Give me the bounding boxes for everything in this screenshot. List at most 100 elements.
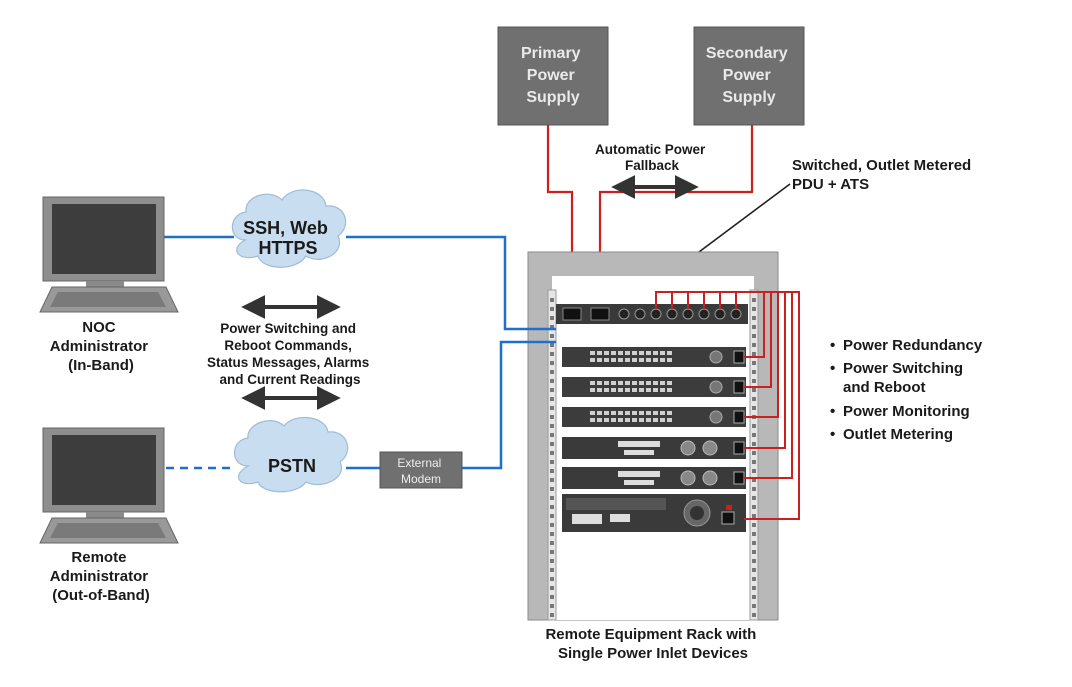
rail-hole — [752, 397, 756, 401]
rail-hole — [752, 442, 756, 446]
rail-hole — [550, 496, 554, 500]
switch-port — [667, 411, 672, 415]
rail-hole — [550, 307, 554, 311]
switch-port — [639, 388, 644, 392]
rail-hole — [550, 433, 554, 437]
rail-hole — [752, 298, 756, 302]
rail-holes — [550, 298, 756, 617]
noc-admin-label: NOC Administrator (In-Band) — [50, 319, 153, 374]
cloud-inband: SSH, Web HTTPS — [231, 189, 347, 268]
switch-port — [646, 351, 651, 355]
rail-hole — [550, 514, 554, 518]
rail-hole — [550, 316, 554, 320]
pdu-outlet — [634, 308, 646, 320]
inband-link-pdu — [346, 235, 556, 331]
rail-hole — [550, 397, 554, 401]
noc-computer-icon — [39, 196, 179, 313]
rail-hole — [550, 541, 554, 545]
rail-hole — [550, 325, 554, 329]
remote-computer-icon — [39, 427, 179, 544]
rail-hole — [752, 577, 756, 581]
feature-and-reboot: and Reboot — [843, 379, 926, 396]
cloud-pstn: PSTN — [233, 416, 349, 493]
rail-hole — [550, 460, 554, 464]
rail-hole — [752, 604, 756, 608]
switch-port — [611, 358, 616, 362]
cloud-inband-label: SSH, Web HTTPS — [243, 218, 333, 258]
secondary-psu-label: Secondary Power Supply — [706, 45, 792, 106]
switch-port — [639, 358, 644, 362]
cloud-pstn-label: PSTN — [268, 456, 316, 476]
switch-inlet — [733, 350, 745, 364]
rail-hole — [752, 388, 756, 392]
rail-hole — [752, 469, 756, 473]
rail-hole — [752, 343, 756, 347]
switch-port — [660, 388, 665, 392]
rail-hole — [550, 505, 554, 509]
feature-bullet: • — [830, 426, 835, 443]
rack-caption: Remote Equipment Rack with Single Power … — [545, 626, 760, 662]
switch-fan — [709, 350, 723, 364]
switch-port — [590, 411, 595, 415]
rail-hole — [752, 487, 756, 491]
switch-port — [618, 418, 623, 422]
rail-hole — [550, 379, 554, 383]
feature-bullet: • — [830, 337, 835, 354]
switch-port — [618, 358, 623, 362]
rail-hole — [752, 514, 756, 518]
rail-hole — [550, 613, 554, 617]
switch-port — [618, 381, 623, 385]
switch-port — [590, 418, 595, 422]
rail-hole — [752, 370, 756, 374]
rail-hole — [550, 343, 554, 347]
rail-hole — [752, 334, 756, 338]
switch-inlet — [733, 380, 745, 394]
switch-fan — [709, 380, 723, 394]
switch-port — [618, 388, 623, 392]
pdu-outlet — [650, 308, 662, 320]
rail-hole — [752, 613, 756, 617]
server-bay — [618, 471, 660, 477]
remote-admin-label: Remote Administrator (Out-of-Band) — [50, 549, 153, 604]
rail-hole — [550, 361, 554, 365]
switch-port — [667, 358, 672, 362]
rail-hole — [550, 334, 554, 338]
servers — [562, 437, 746, 489]
rack-server-large — [562, 494, 746, 532]
rail-hole — [752, 307, 756, 311]
rail-hole — [550, 586, 554, 590]
server-fan — [702, 470, 718, 486]
switch-port — [604, 418, 609, 422]
modem-label: External Modem — [397, 456, 444, 486]
rail-hole — [550, 550, 554, 554]
rail-hole — [752, 352, 756, 356]
rail-hole — [550, 559, 554, 563]
feature-outlet-metering: Outlet Metering — [843, 426, 953, 443]
power-cord — [735, 291, 800, 520]
rail-hole — [752, 451, 756, 455]
external-modem: External Modem — [379, 451, 463, 489]
commands-label: Power Switching and Reboot Commands, Sta… — [207, 321, 373, 387]
switch-port — [639, 351, 644, 355]
pdu-outlet — [666, 308, 678, 320]
primary-psu-label: Primary Power Supply — [521, 45, 585, 106]
switch-port — [653, 381, 658, 385]
switch-port — [646, 388, 651, 392]
rail-hole — [550, 370, 554, 374]
rail-hole — [550, 415, 554, 419]
switch-port — [632, 411, 637, 415]
switch-fan — [709, 410, 723, 424]
feature-power-monitoring: Power Monitoring — [843, 403, 970, 420]
switch-port — [639, 418, 644, 422]
switch-port — [590, 381, 595, 385]
rail-hole — [550, 442, 554, 446]
rail-hole — [752, 541, 756, 545]
switch-port — [597, 388, 602, 392]
switch-port — [667, 418, 672, 422]
rail-hole — [752, 406, 756, 410]
switch-port — [597, 358, 602, 362]
rail-hole — [752, 532, 756, 536]
primary-power-supply: Primary Power Supply — [497, 26, 609, 126]
pdu-outlet — [618, 308, 630, 320]
switch-port — [604, 411, 609, 415]
